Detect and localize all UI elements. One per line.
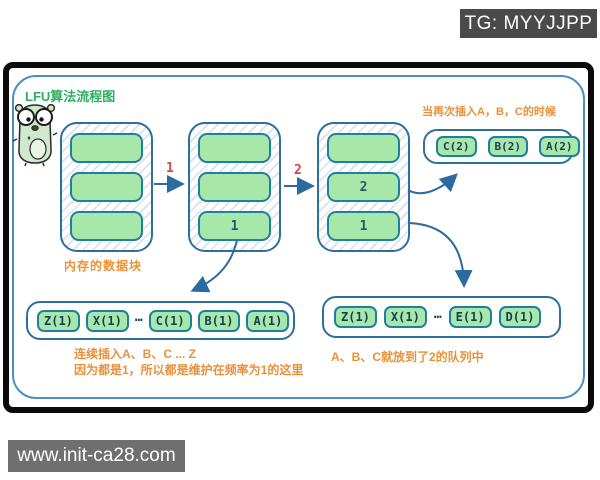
- memory-stack-2: 1: [188, 122, 281, 252]
- freq2-queue: C(2) B(2) A(2): [423, 129, 580, 164]
- queue-item: C(1): [148, 309, 192, 332]
- queue-item: X(1): [85, 309, 129, 332]
- memory-cell-freq1: 1: [327, 211, 400, 241]
- memory-cell: [198, 133, 271, 163]
- freq1-queue-right: Z(1) X(1) … E(1) D(1): [322, 296, 561, 338]
- queue-item: D(1): [498, 306, 542, 328]
- memory-cell: [327, 133, 400, 163]
- diagram-title: LFU算法流程图: [25, 89, 116, 104]
- memory-cell-freq1: 1: [198, 211, 271, 241]
- memory-cell: [198, 172, 271, 202]
- tg-badge: TG: MYYJJPP: [460, 9, 597, 38]
- queue-item: C(2): [436, 136, 477, 157]
- queue-item: Z(1): [37, 309, 80, 332]
- freq1-left-caption-line1: 连续插入A、B、C ... Z: [74, 347, 196, 361]
- step-1-label: 1: [166, 161, 174, 176]
- freq1-right-caption: A、B、C就放到了2的队列中: [331, 350, 484, 364]
- step-2-label: 2: [294, 163, 302, 178]
- ellipsis: …: [134, 310, 143, 325]
- ellipsis: …: [433, 306, 442, 322]
- freq2-caption: 当再次插入A，B，C的时候: [422, 106, 556, 118]
- memory-cell: [70, 133, 143, 163]
- queue-item: E(1): [448, 306, 492, 328]
- memory-blocks-label: 内存的数据块: [64, 259, 143, 273]
- queue-item: B(1): [197, 309, 241, 332]
- queue-item: A(2): [539, 136, 580, 157]
- memory-stack-3: 2 1: [317, 122, 410, 252]
- memory-stack-1: [60, 122, 153, 252]
- gopher-mascot-icon: [12, 101, 58, 172]
- queue-item: A(1): [246, 309, 290, 332]
- memory-cell-freq2: 2: [327, 172, 400, 202]
- memory-cell: [70, 172, 143, 202]
- site-watermark: www.init-ca28.com: [8, 440, 185, 472]
- queue-item: Z(1): [334, 306, 377, 328]
- queue-item: B(2): [487, 136, 528, 157]
- freq1-queue-left: Z(1) X(1) … C(1) B(1) A(1): [26, 301, 295, 340]
- queue-item: X(1): [383, 306, 427, 328]
- freq1-left-caption-line2: 因为都是1，所以都是维护在频率为1的这里: [74, 363, 304, 377]
- memory-cell: [70, 211, 143, 241]
